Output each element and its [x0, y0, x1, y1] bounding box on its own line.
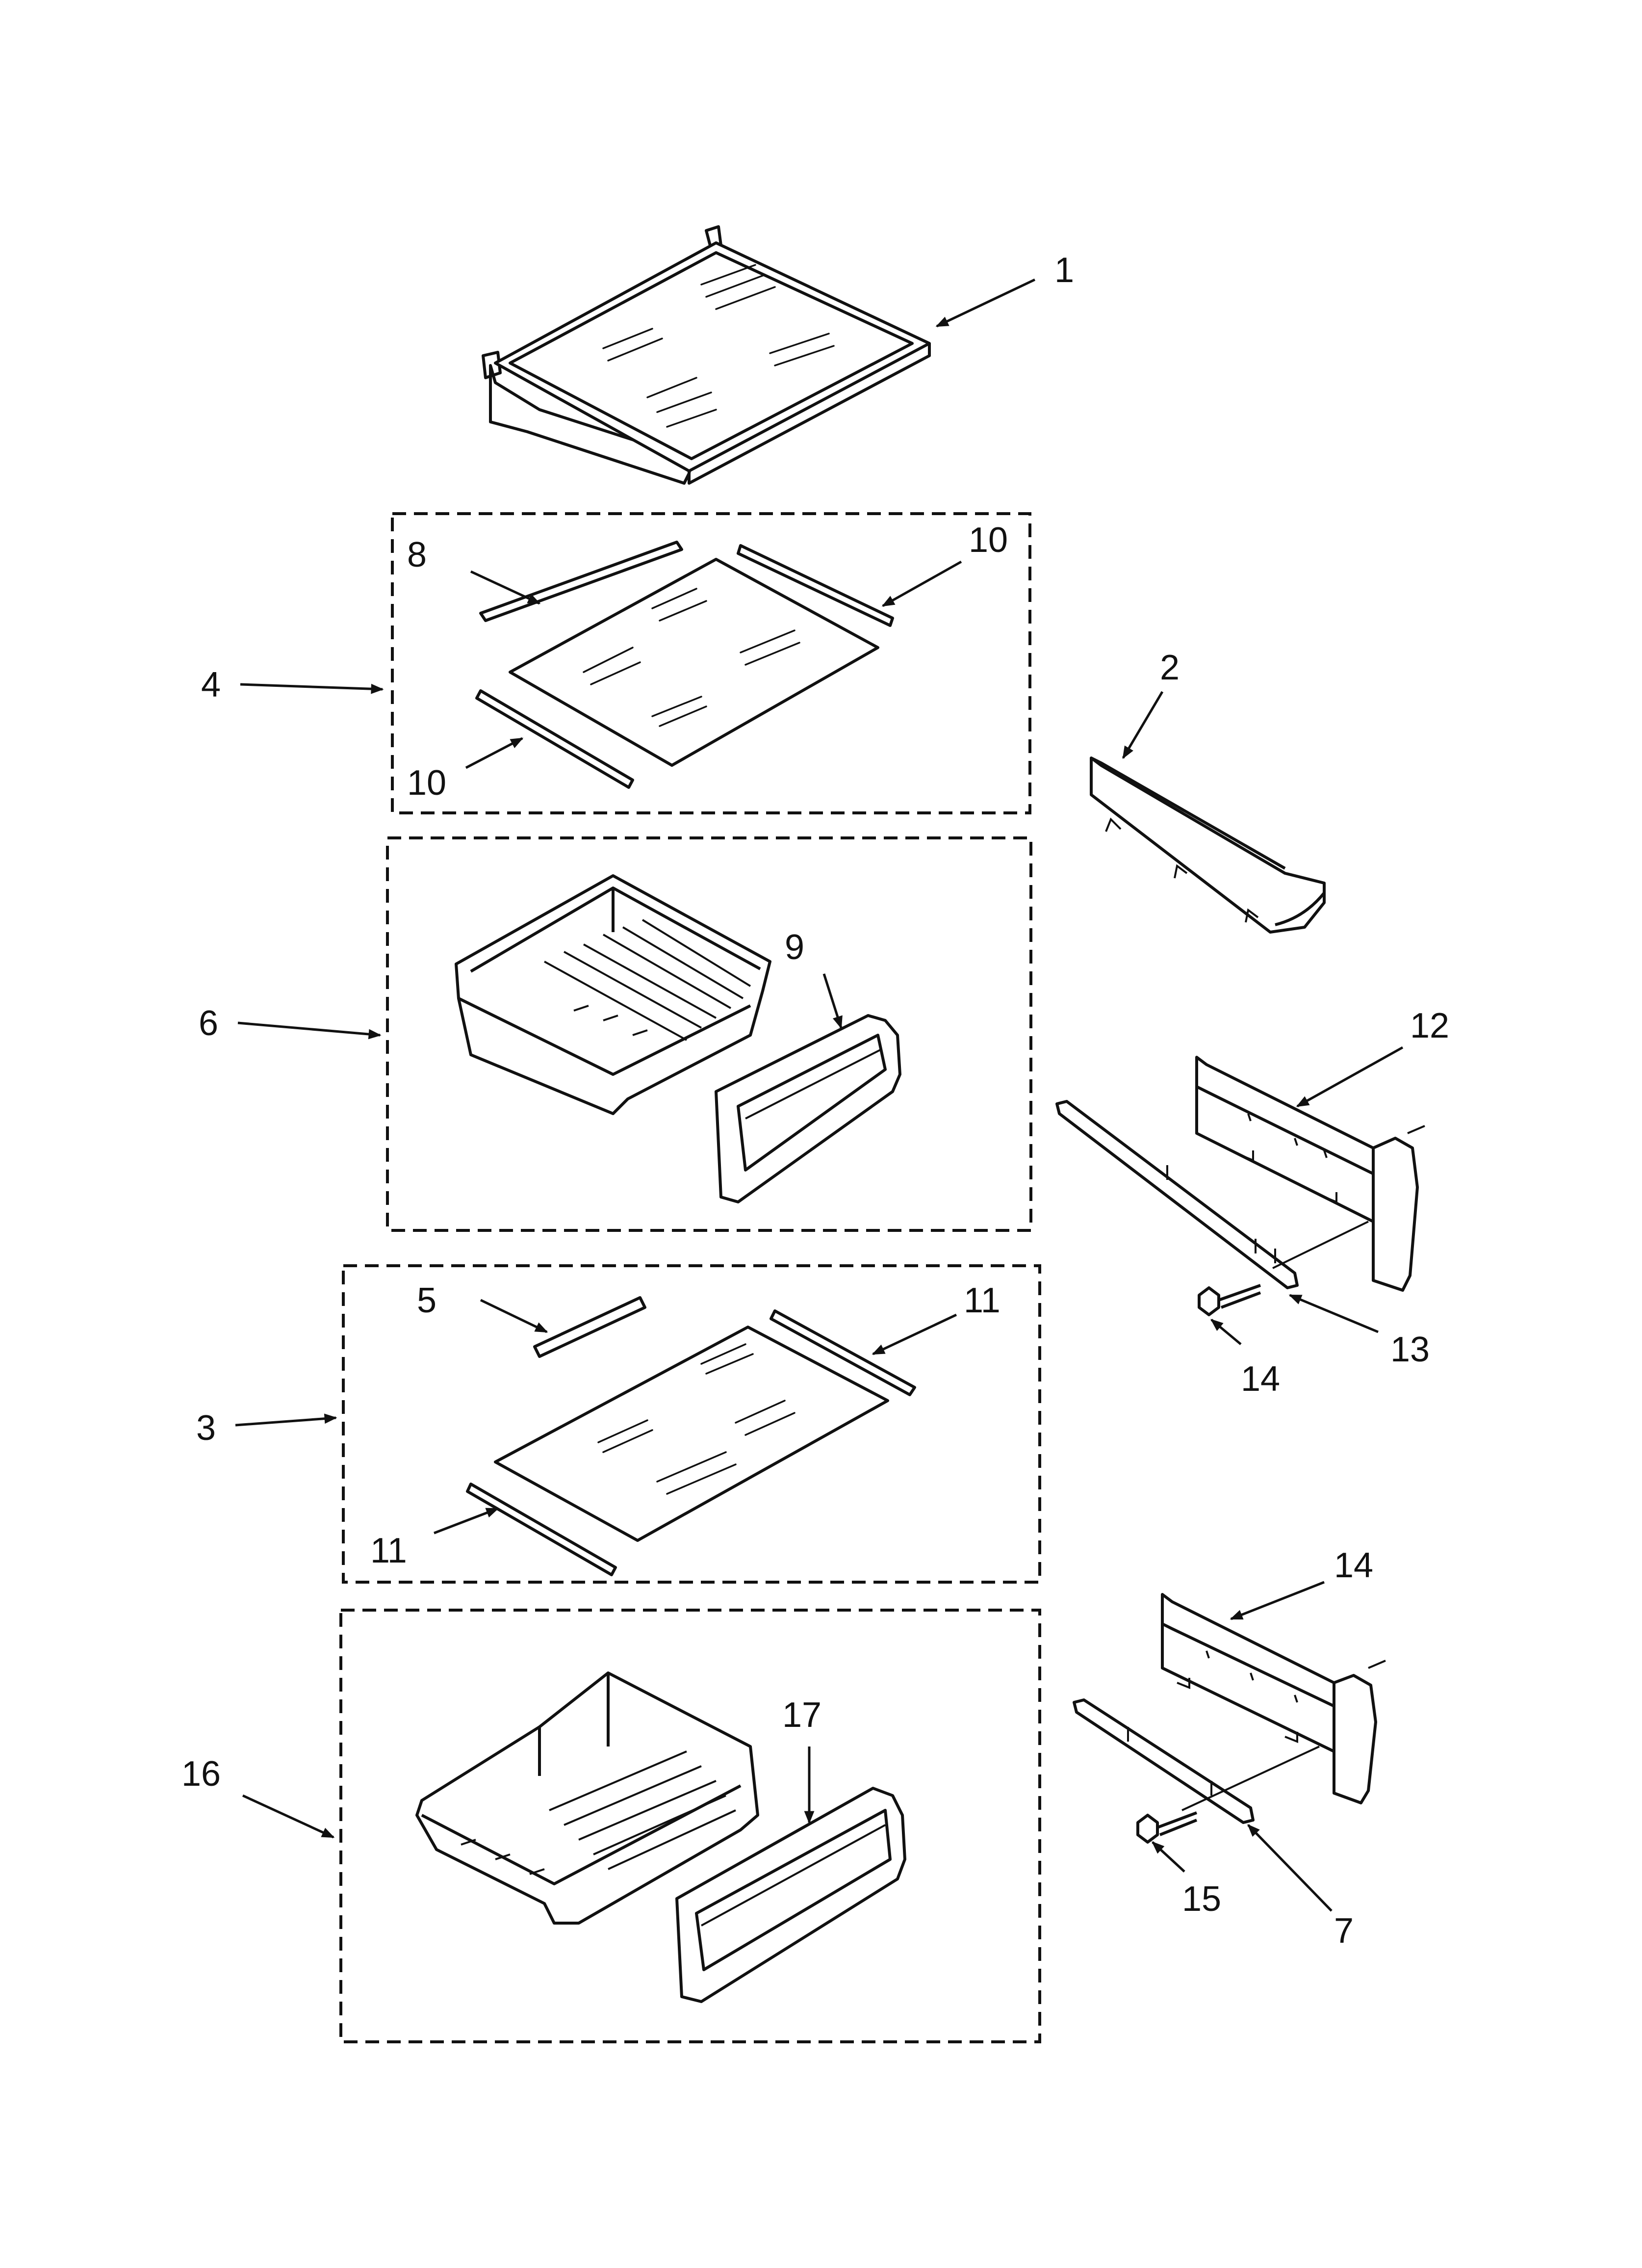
leader-15	[1152, 1841, 1185, 1873]
trim-5	[533, 1296, 646, 1358]
leader-14a	[1210, 1319, 1242, 1345]
leader-7	[1247, 1824, 1333, 1912]
label-10a: 10	[969, 521, 1008, 560]
leader-16	[242, 1794, 335, 1839]
leader-3	[235, 1413, 337, 1427]
label-5: 5	[417, 1281, 436, 1320]
leader-9	[822, 973, 843, 1029]
glass-panel-4	[509, 558, 879, 767]
leader-11b	[434, 1507, 499, 1535]
slide-rail-13	[1055, 1100, 1299, 1289]
assembly-box-4	[391, 512, 1031, 814]
screw-14a	[1198, 1284, 1261, 1316]
bracket-2	[1090, 756, 1326, 934]
leader-12	[1296, 1046, 1404, 1108]
top-glass-shelf	[482, 225, 931, 485]
glass-panel-3	[494, 1326, 889, 1542]
label-16: 16	[181, 1754, 221, 1794]
label-13: 13	[1390, 1330, 1430, 1369]
bracket-14b	[1161, 1593, 1377, 1804]
label-11a: 11	[964, 1281, 1001, 1320]
assembly-box-16	[339, 1609, 1041, 2043]
leader-13	[1288, 1294, 1379, 1333]
screw-15	[1136, 1811, 1198, 1844]
label-2: 2	[1160, 648, 1180, 687]
bracket-12	[1195, 1056, 1419, 1292]
leader-6	[237, 1021, 382, 1040]
trim-strip-10-left	[475, 689, 634, 789]
leader-10b	[465, 737, 524, 769]
label-7: 7	[1334, 1911, 1354, 1951]
guide-line-14b	[1181, 1660, 1386, 1811]
label-8: 8	[407, 535, 427, 574]
slide-rail-7	[1073, 1698, 1255, 1824]
label-15: 15	[1182, 1879, 1221, 1919]
leader-11a	[872, 1313, 957, 1356]
leader-4	[240, 683, 384, 694]
trim-strip-10-right	[737, 544, 894, 627]
trim-11-right	[770, 1309, 916, 1396]
leader-5	[480, 1299, 548, 1333]
drawer-front-9	[715, 1014, 901, 1203]
label-17: 17	[782, 1695, 821, 1735]
guide-line-12	[1272, 1125, 1425, 1269]
label-3: 3	[196, 1408, 216, 1448]
leader-8	[470, 570, 541, 605]
leader-14b	[1230, 1581, 1325, 1620]
leader-1	[935, 278, 1036, 328]
lower-drawer-16	[415, 1671, 759, 1925]
leader-10a	[881, 560, 962, 607]
trim-11-left	[466, 1483, 617, 1576]
label-9: 9	[785, 928, 804, 967]
label-12: 12	[1410, 1006, 1449, 1045]
label-6: 6	[199, 1004, 218, 1043]
label-4: 4	[201, 665, 221, 704]
drawer-front-17	[675, 1787, 906, 2003]
crisper-drawer-6	[455, 874, 771, 1115]
assembly-box-3	[342, 1264, 1041, 1584]
leader-2	[1122, 691, 1164, 759]
label-1: 1	[1054, 251, 1074, 290]
label-14a: 14	[1241, 1359, 1280, 1399]
label-14b: 14	[1334, 1546, 1373, 1585]
label-11b: 11	[370, 1531, 407, 1570]
label-10b: 10	[407, 763, 446, 803]
